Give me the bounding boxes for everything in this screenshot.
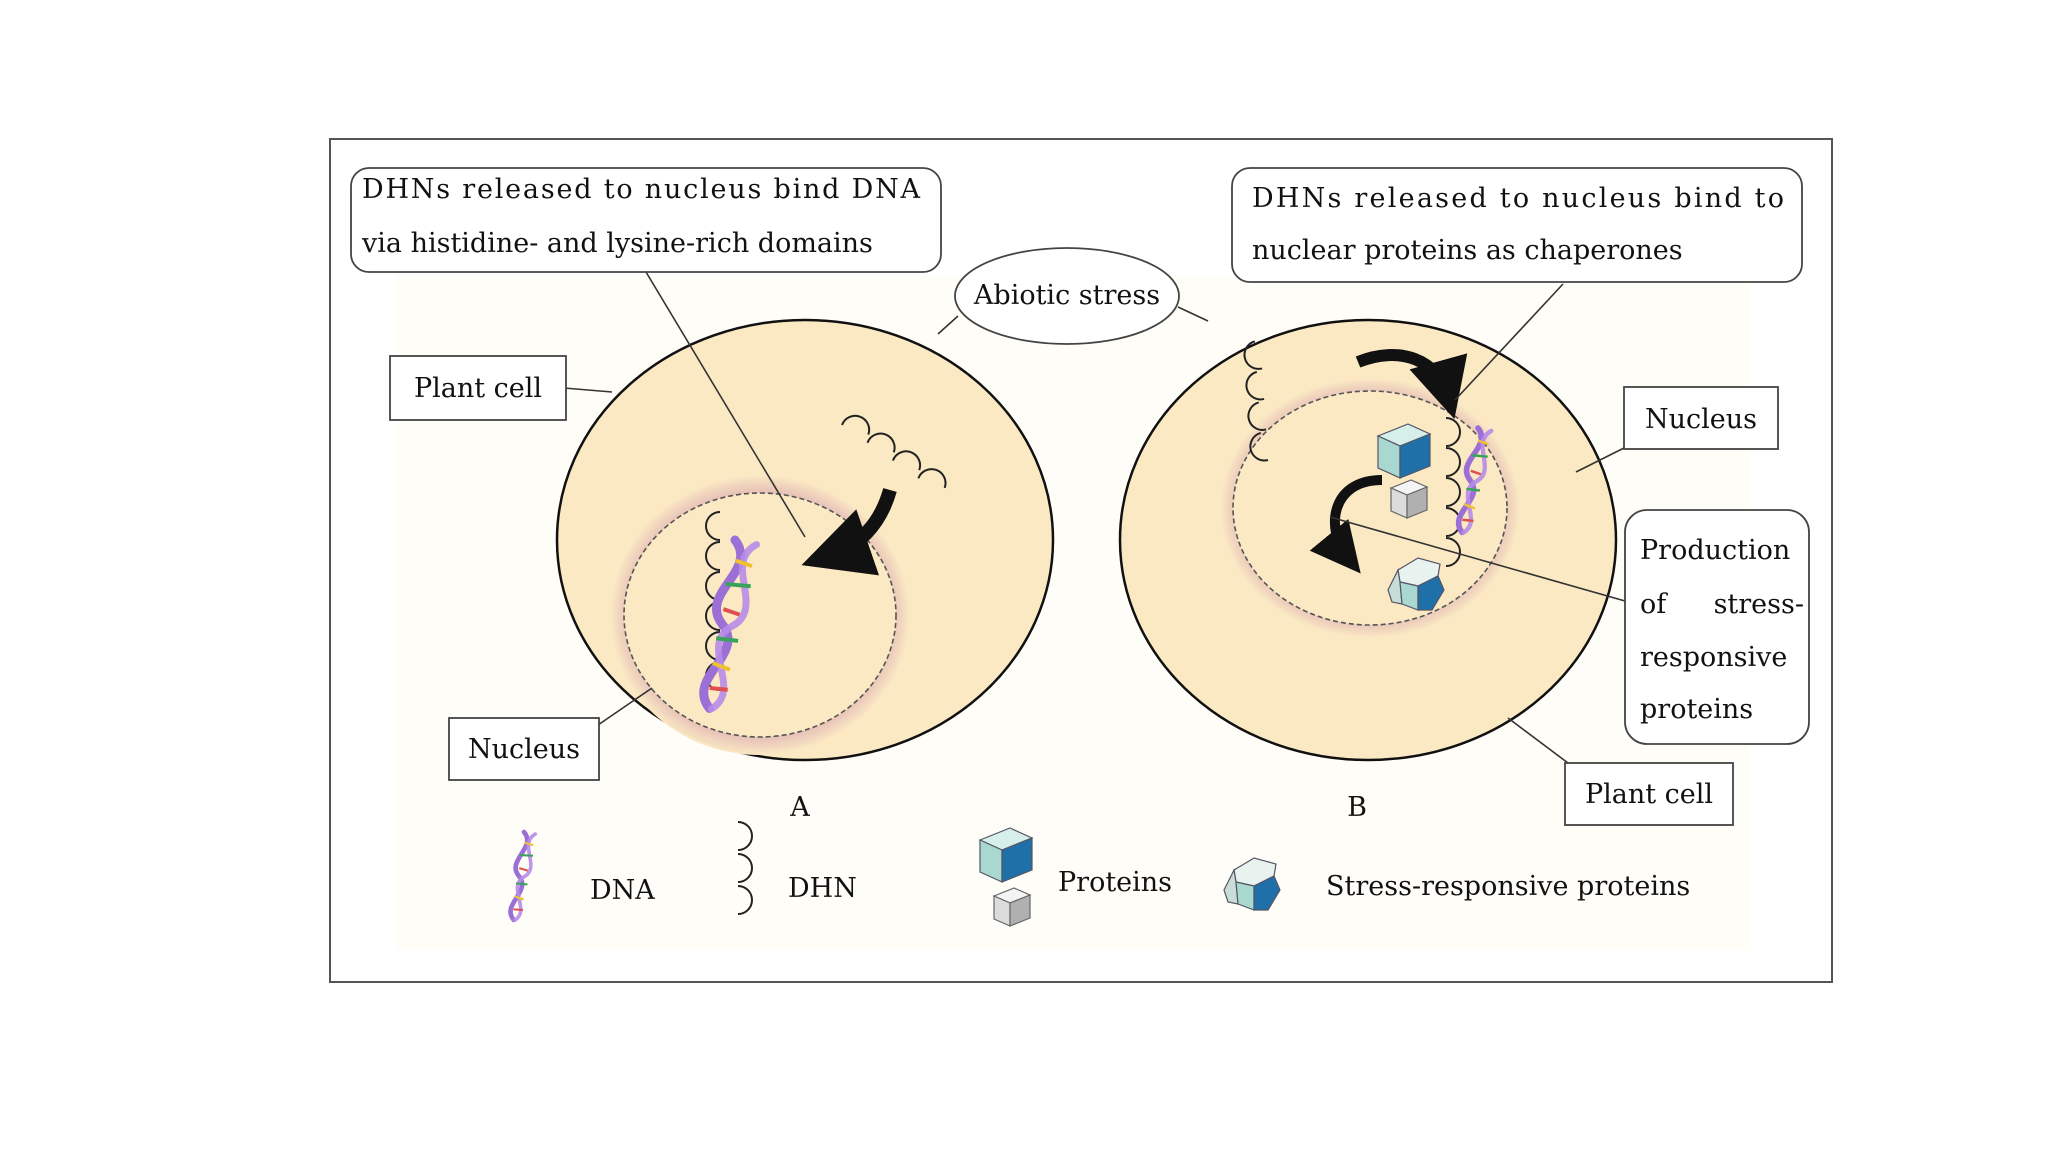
production-line4: responsive: [1640, 642, 1787, 673]
small-protein-b: [1390, 479, 1428, 519]
nucleus-a-text: Nucleus: [468, 734, 580, 765]
plant-cell-a-label: Plant cell: [389, 355, 567, 421]
callout-panel-a-binding: DHNs released to nucleus bind DNA via hi…: [350, 167, 942, 273]
panel-a: [555, 318, 1055, 762]
panel-a-letter: A: [789, 792, 810, 823]
legend-stress-proteins-label: Stress-responsive proteins: [1326, 871, 1690, 902]
legend: DNA DHN Proteins Stress-responsive prote…: [506, 821, 1690, 927]
callout-b-line2: nuclear proteins as chaperones: [1252, 235, 1683, 266]
production-callout: Production of stress- responsive protein…: [1624, 509, 1810, 745]
plant-cell-b-label: Plant cell: [1564, 762, 1734, 826]
nucleus-b-text: Nucleus: [1645, 404, 1757, 435]
production-line3: stress-: [1714, 589, 1804, 620]
callout-panel-b-binding: DHNs released to nucleus bind to nuclear…: [1231, 167, 1803, 283]
nucleus-a-membrane: [623, 492, 897, 738]
production-line5: proteins: [1640, 694, 1753, 725]
callout-b-line1: DHNs released to nucleus bind to: [1252, 183, 1784, 214]
panel-b: [1118, 318, 1618, 762]
production-line2: of: [1640, 589, 1668, 620]
callout-a-line2: via histidine- and lysine-rich domains: [361, 228, 873, 259]
legend-dhn-label: DHN: [788, 873, 857, 904]
abiotic-stress-text: Abiotic stress: [973, 280, 1160, 311]
callout-a-line1: DHNs released to nucleus bind DNA: [362, 174, 921, 205]
production-arrow-b: [1309, 475, 1383, 574]
nucleus-a-label: Nucleus: [448, 717, 600, 781]
leader-lines: [563, 271, 1626, 764]
panel-b-letter: B: [1347, 792, 1367, 823]
release-arrow-b: [1355, 349, 1468, 420]
release-arrow-a: [801, 487, 897, 576]
production-line1: Production: [1640, 535, 1790, 566]
legend-small-protein-icon: [993, 887, 1031, 927]
plant-cell-a-text: Plant cell: [414, 373, 542, 404]
abiotic-stress-label: Abiotic stress: [954, 247, 1180, 345]
legend-proteins-label: Proteins: [1058, 867, 1172, 898]
nucleus-b-label: Nucleus: [1623, 386, 1779, 450]
legend-dna-label: DNA: [590, 875, 655, 906]
plant-cell-b-text: Plant cell: [1585, 779, 1713, 810]
